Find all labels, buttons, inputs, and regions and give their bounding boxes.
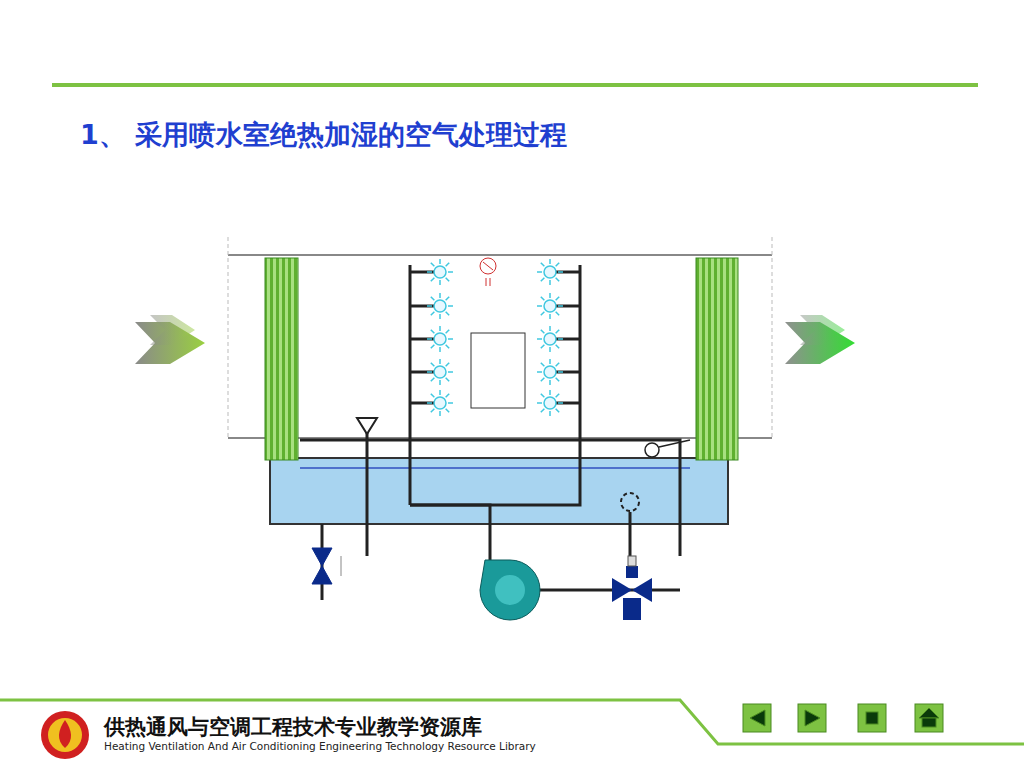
air-out-arrow bbox=[785, 315, 855, 364]
drain-valve bbox=[312, 548, 341, 584]
water-level bbox=[300, 467, 690, 469]
nozzle bbox=[537, 326, 563, 352]
observation-window bbox=[471, 333, 525, 408]
pump bbox=[480, 560, 540, 620]
slide-title: 1、 采用喷水室绝热加湿的空气处理过程 bbox=[80, 117, 567, 153]
front-eliminator bbox=[265, 258, 298, 460]
nozzle bbox=[537, 390, 563, 416]
footer-subtitle: Heating Ventilation And Air Conditioning… bbox=[104, 740, 536, 752]
nozzle bbox=[537, 259, 563, 285]
nozzle bbox=[537, 359, 563, 385]
water-tank bbox=[270, 458, 728, 524]
nozzle bbox=[427, 293, 453, 319]
footer-title: 供热通风与空调工程技术专业教学资源库 bbox=[104, 713, 482, 741]
control-valve bbox=[612, 556, 652, 620]
nav-buttons bbox=[743, 704, 943, 732]
logo bbox=[41, 711, 89, 759]
nozzle bbox=[537, 293, 563, 319]
chamber-casing bbox=[228, 237, 772, 440]
nozzle bbox=[427, 359, 453, 385]
spray-nozzles bbox=[427, 259, 563, 416]
rear-eliminator bbox=[696, 258, 738, 460]
air-in-arrow bbox=[135, 315, 205, 364]
nozzle bbox=[427, 326, 453, 352]
footer-rule bbox=[0, 700, 1024, 744]
header-rule bbox=[52, 83, 978, 87]
nozzle bbox=[427, 390, 453, 416]
float-valve bbox=[645, 440, 690, 457]
makeup-funnel bbox=[357, 418, 377, 434]
strainer bbox=[621, 493, 639, 511]
piping bbox=[300, 265, 680, 600]
nozzle bbox=[427, 259, 453, 285]
lamp bbox=[480, 258, 496, 286]
